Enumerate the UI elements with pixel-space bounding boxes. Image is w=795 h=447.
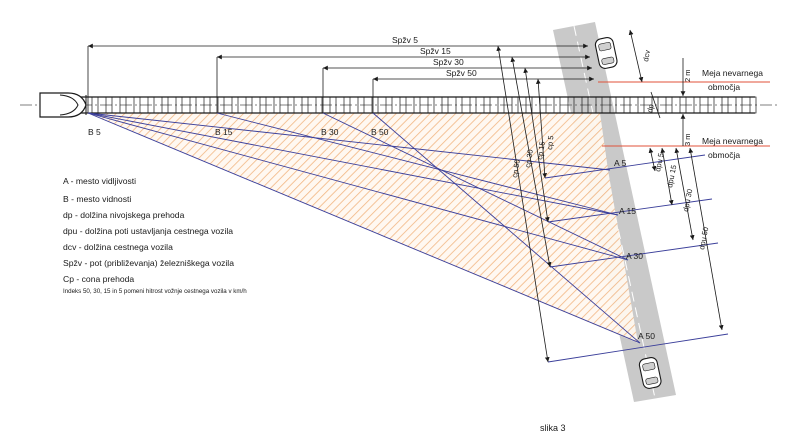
rail-sleeper xyxy=(203,96,211,114)
dp-label: dp xyxy=(645,103,656,113)
rail-sleeper xyxy=(133,96,141,114)
locomotive-icon xyxy=(39,92,87,118)
rail-sleeper xyxy=(665,96,673,114)
rail-sleeper xyxy=(735,96,743,114)
rail-sleeper xyxy=(371,96,379,114)
road-vehicle-bottom-icon xyxy=(638,357,662,389)
distance-2m: 2 m xyxy=(683,69,692,82)
boundary-top-line1: Meja nevarnega xyxy=(702,68,763,78)
rail-sleeper xyxy=(427,96,435,114)
road-vehicle-top-icon xyxy=(594,37,618,69)
rail-sleeper xyxy=(581,96,589,114)
a-point-30: A 30 xyxy=(626,251,643,261)
sp-label-30: Spžv 30 xyxy=(433,57,464,67)
rail-sleeper xyxy=(567,96,575,114)
rail-sleeper xyxy=(329,96,337,114)
b-point-15: B 15 xyxy=(215,127,233,137)
rail-sleeper xyxy=(217,96,225,114)
rail-sleeper xyxy=(343,96,351,114)
rail-sleeper xyxy=(483,96,491,114)
rail-sleeper xyxy=(609,96,617,114)
legend-item-dcv: dcv - dolžina cestnega vozila xyxy=(63,242,173,252)
rail-sleeper xyxy=(637,96,645,114)
rail-sleeper xyxy=(287,96,295,114)
figure-caption: slika 3 xyxy=(540,423,566,433)
rail-sleeper xyxy=(91,96,99,114)
distance-3m: 3 m xyxy=(683,133,692,146)
rail-sleeper xyxy=(385,96,393,114)
rail-sleeper xyxy=(119,96,127,114)
cp-label-5: cp 5 xyxy=(545,135,555,150)
rail-sleeper xyxy=(623,96,631,114)
rail-sleeper xyxy=(679,96,687,114)
legend-item-dp: dp - dolžina nivojskega prehoda xyxy=(63,210,185,220)
dpu-label-5: dpu 5 xyxy=(653,152,665,172)
dpu-label-30: dpu 30 xyxy=(681,188,694,212)
b-point-5: B 5 xyxy=(88,127,101,137)
rail-sleeper xyxy=(455,96,463,114)
rail-sleeper xyxy=(707,96,715,114)
dpu-label-15: dpu 15 xyxy=(665,164,678,188)
boundary-bottom-line1: Meja nevarnega xyxy=(702,136,763,146)
dcv-label: dcv xyxy=(641,49,652,62)
a-point-50: A 50 xyxy=(638,331,655,341)
a-point-15: A 15 xyxy=(619,206,636,216)
rail-sleeper xyxy=(231,96,239,114)
boundary-top-line2: območja xyxy=(708,82,740,92)
rail-sleeper xyxy=(273,96,281,114)
rail-sleeper xyxy=(357,96,365,114)
railway-track xyxy=(20,96,780,114)
rail-sleeper xyxy=(469,96,477,114)
a-point-5: A 5 xyxy=(614,158,627,168)
legend-item-a: A - mesto vidljivosti xyxy=(63,176,137,186)
cp-label-15: cp 15 xyxy=(535,141,547,161)
cp-label-30: cp 30 xyxy=(523,149,535,169)
rail-sleeper xyxy=(651,96,659,114)
dpu-label-50: dpu 50 xyxy=(697,226,710,250)
legend-item-sp: Spžv - pot (približevanja) železniškega … xyxy=(63,258,234,268)
rail-sleeper xyxy=(189,96,197,114)
rail-sleeper xyxy=(721,96,729,114)
rail-sleeper xyxy=(413,96,421,114)
rail-sleeper xyxy=(161,96,169,114)
rail-sleeper xyxy=(693,96,701,114)
rail-sleeper xyxy=(595,96,603,114)
legend-item-dpu: dpu - dolžina poti ustavljanja cestnega … xyxy=(63,226,234,236)
dcv-dimension xyxy=(628,29,644,83)
rail-sleeper xyxy=(175,96,183,114)
rail-sleeper xyxy=(259,96,267,114)
legend-item-cp: Cp - cona prehoda xyxy=(63,274,135,284)
rail-sleeper xyxy=(315,96,323,114)
rail-sleeper xyxy=(553,96,561,114)
rail-sleeper xyxy=(441,96,449,114)
legend-item-b: B - mesto vidnosti xyxy=(63,194,132,204)
boundary-bottom-line2: območja xyxy=(708,150,740,160)
sp-label-5: Spžv 5 xyxy=(392,35,418,45)
dpu-dimension-lines xyxy=(648,147,724,331)
rail-sleeper xyxy=(399,96,407,114)
rail-sleeper xyxy=(245,96,253,114)
b-point-50: B 50 xyxy=(371,127,389,137)
sp-label-50: Spžv 50 xyxy=(446,68,477,78)
rail-sleeper xyxy=(147,96,155,114)
danger-boundaries xyxy=(598,81,770,147)
cp-label-50: cp 50 xyxy=(510,159,522,179)
b-point-30: B 30 xyxy=(321,127,339,137)
sp-label-15: Spžv 15 xyxy=(420,46,451,56)
boundary-distance-marks xyxy=(650,58,686,146)
rail-sleeper xyxy=(301,96,309,114)
rail-sleeper xyxy=(749,96,757,114)
rail-sleeper xyxy=(105,96,113,114)
cp-dimension-lines xyxy=(496,45,552,363)
legend-note: Indeks 50, 30, 15 in 5 pomeni hitrost vo… xyxy=(63,288,247,295)
